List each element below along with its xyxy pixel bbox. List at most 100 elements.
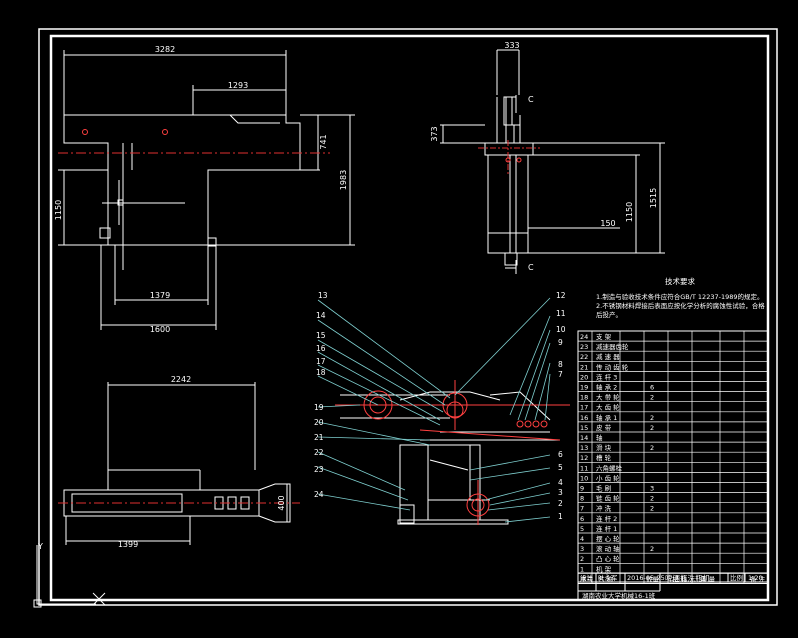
bom-no: 4 xyxy=(580,535,584,543)
tb-drawing-title: 啤酒瓶洗瓶机 xyxy=(665,573,710,583)
plan-view xyxy=(63,382,291,545)
bom-name: 毛 刷 xyxy=(596,484,611,493)
bom-name: 机 架 xyxy=(596,564,612,573)
bom-no: 18 xyxy=(580,394,588,402)
bom-name: 轴 承 2 xyxy=(596,383,617,392)
bom-name: 皮 带 xyxy=(596,423,612,432)
callout-18: 18 xyxy=(316,368,326,377)
callout-22: 22 xyxy=(314,448,324,457)
bom-name: 滚 动 轴 xyxy=(596,544,620,553)
bom-name: 传 动 齿 轮 xyxy=(596,362,629,371)
bom-name: 大 带 轮 xyxy=(596,393,620,402)
bom-qty: 2 xyxy=(650,495,654,503)
bom-name: 滑 块 xyxy=(596,443,612,452)
callout-20: 20 xyxy=(314,418,324,427)
outer-frame xyxy=(38,28,778,606)
tb-scale: 1:20 xyxy=(748,574,763,582)
callout-2: 2 xyxy=(558,499,563,508)
bom-name: 减 速 器 xyxy=(596,352,620,361)
bom-no: 21 xyxy=(580,363,588,371)
dim-1399: 1399 xyxy=(118,540,138,549)
dim-373: 373 xyxy=(430,126,439,141)
leader-lines xyxy=(317,297,551,523)
bom-no: 17 xyxy=(580,404,588,412)
front-view xyxy=(58,50,355,330)
dim-1379: 1379 xyxy=(150,291,170,300)
callout-24: 24 xyxy=(314,490,324,499)
bom-no: 15 xyxy=(580,424,588,432)
dim-1600: 1600 xyxy=(150,325,170,334)
bom-no: 2 xyxy=(580,555,584,563)
bom-name: 小 齿 轮 xyxy=(596,473,620,482)
bom-name: 轴 承 1 xyxy=(596,413,617,422)
bom-no: 10 xyxy=(580,474,588,482)
bom-qty: 2 xyxy=(650,444,654,452)
dim-1293: 1293 xyxy=(228,81,248,90)
tech-line-1: 1.制造与验收技术条件应符合GB/T 12237-1989的规定。 xyxy=(596,292,764,301)
bom-qty: 6 xyxy=(650,384,654,392)
bom-qty: 2 xyxy=(650,545,654,553)
bom-no: 20 xyxy=(580,373,588,381)
bom-no: 13 xyxy=(580,444,588,452)
bom-no: 14 xyxy=(580,434,588,442)
bom-name: 支 架 xyxy=(596,332,612,341)
callout-21: 21 xyxy=(314,433,324,442)
bom-no: 22 xyxy=(580,353,588,361)
dim-3282: 3282 xyxy=(155,45,175,54)
callout-8: 8 xyxy=(558,360,563,369)
bom-no: 6 xyxy=(580,515,584,523)
inner-frame xyxy=(49,34,770,602)
bom-name: 凸 心 轮 xyxy=(596,554,620,563)
bom-no: 8 xyxy=(580,495,584,503)
bom-header: 序号 xyxy=(580,574,594,583)
callout-3: 3 xyxy=(558,488,563,497)
tb-role: 设计 xyxy=(580,573,594,582)
callout-13: 13 xyxy=(318,291,328,300)
ucs-y-label: Y xyxy=(37,542,43,551)
assembly-highlights xyxy=(335,380,570,525)
bom-name: 大 齿 轮 xyxy=(596,403,620,412)
tb-scale-label: 比例 xyxy=(730,573,743,582)
bom-header: 数量 xyxy=(646,574,660,583)
dim-333: 333 xyxy=(504,41,519,50)
bom-no: 23 xyxy=(580,343,588,351)
section-mark-bottom: C xyxy=(528,263,534,272)
bom-name: 链 齿 轮 xyxy=(596,494,620,503)
bom-header: 备 注 xyxy=(750,574,766,583)
side-hole xyxy=(505,157,511,163)
bom-name: 冲 洗 xyxy=(596,504,612,513)
side-hole xyxy=(516,157,522,163)
callout-4: 4 xyxy=(558,478,563,487)
callout-7: 7 xyxy=(558,370,563,379)
bom-no: 9 xyxy=(580,485,584,493)
hole-mark xyxy=(82,129,88,135)
tb-designer: 叶永军 xyxy=(598,573,618,582)
dim-741: 741 xyxy=(319,134,328,149)
callout-9: 9 xyxy=(558,338,563,347)
bom-name: 六角螺栓 xyxy=(596,463,623,472)
tech-line-3: 后投产。 xyxy=(596,310,622,319)
ucs-icon xyxy=(33,545,106,608)
bom-name: 连 杆 2 xyxy=(596,514,617,523)
bom-frame xyxy=(577,330,769,584)
bom-qty: 3 xyxy=(650,485,654,493)
dim-400: 400 xyxy=(277,495,286,510)
bom-qty: 2 xyxy=(650,505,654,513)
bom-name: 轴 xyxy=(596,433,603,442)
bom-no: 1 xyxy=(580,565,584,573)
callout-17: 17 xyxy=(316,357,326,366)
callout-16: 16 xyxy=(316,344,326,353)
bom-qty: 2 xyxy=(650,394,654,402)
bom-name: 槽 轮 xyxy=(596,453,612,462)
bom-no: 11 xyxy=(580,464,588,472)
bom-no: 5 xyxy=(580,525,584,533)
callout-6: 6 xyxy=(558,450,563,459)
bom-qty: 2 xyxy=(650,414,654,422)
callout-numbers: 13 14 15 16 17 18 19 20 21 22 23 24 12 1… xyxy=(314,291,566,521)
tech-title: 技术要求 xyxy=(665,276,695,286)
hole-mark xyxy=(162,129,168,135)
bom-qty: 2 xyxy=(650,424,654,432)
callout-23: 23 xyxy=(314,465,324,474)
